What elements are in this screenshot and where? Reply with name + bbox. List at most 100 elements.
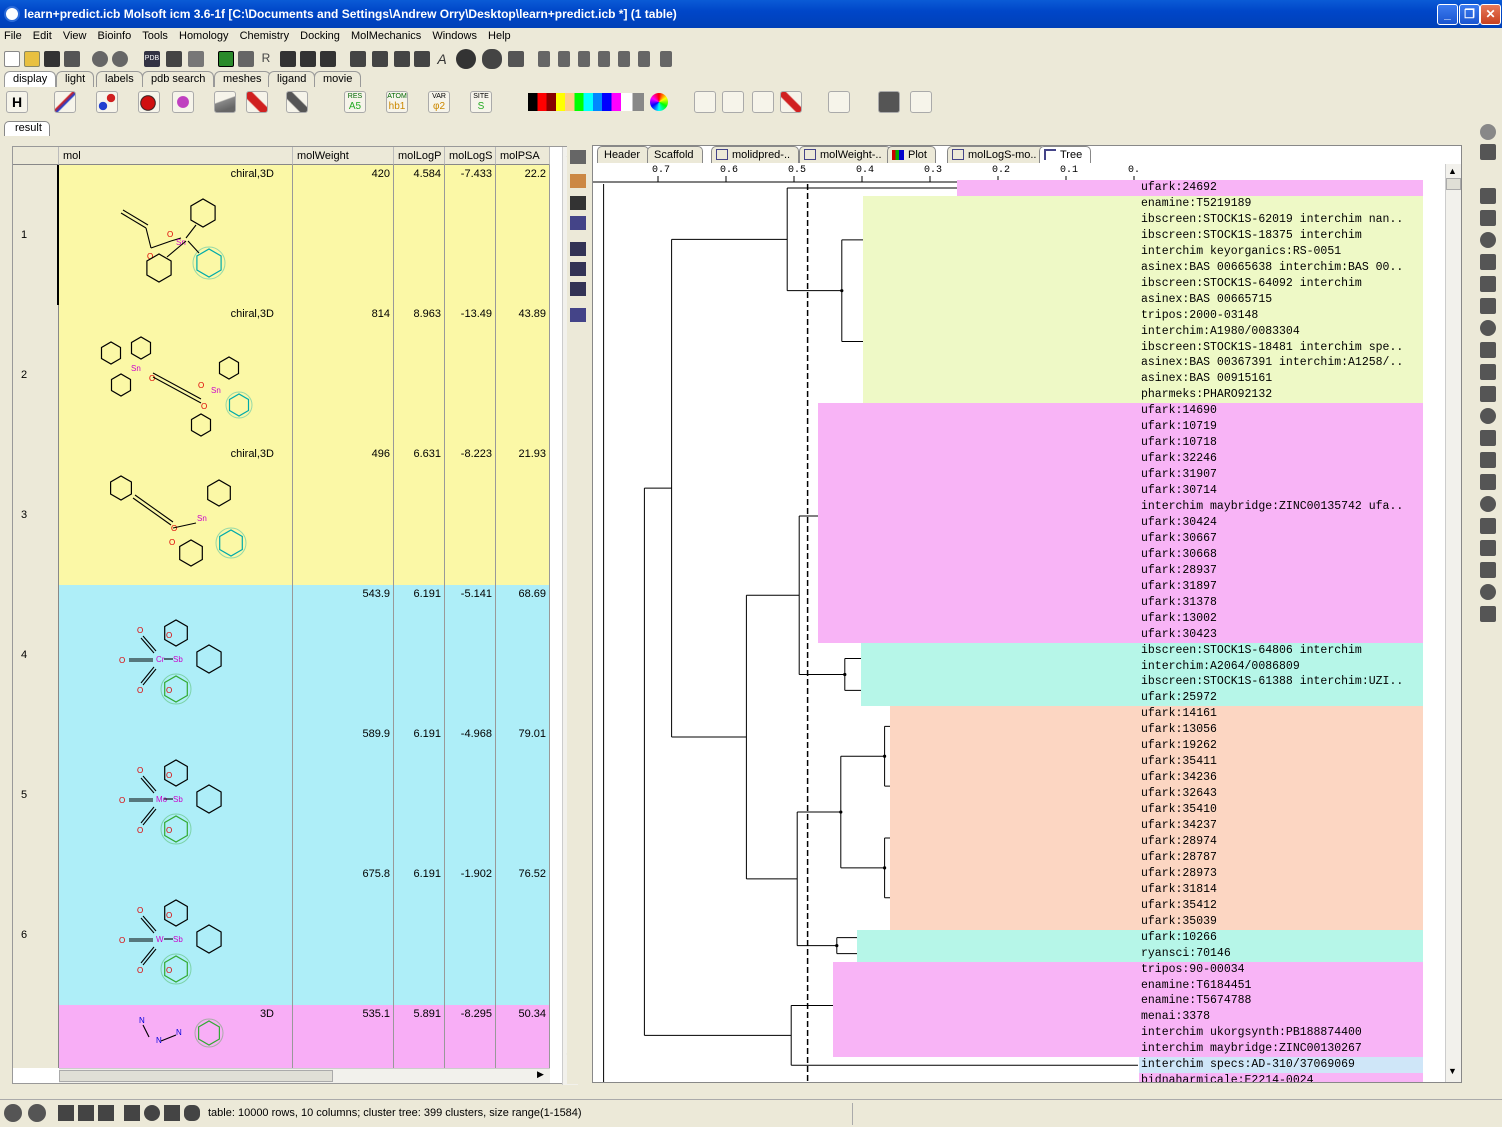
cell-weight[interactable]: 535.1: [293, 1005, 394, 1068]
ball-stick-icon[interactable]: [96, 91, 118, 113]
tree-leaf[interactable]: ufark:24692: [1139, 180, 1423, 196]
tree-leaf[interactable]: asinex:BAS 00367391 interchim:A1258/..: [1139, 355, 1423, 372]
tree-leaf[interactable]: ufark:30424: [1139, 514, 1423, 531]
tab-meshes[interactable]: meshes: [214, 71, 271, 87]
cell-logp[interactable]: 5.891: [394, 1005, 445, 1068]
tree-leaf[interactable]: ufark:10718: [1139, 435, 1423, 452]
tab-molweight[interactable]: molWeight-..: [799, 146, 891, 163]
tree-leaf[interactable]: ufark:32643: [1139, 786, 1423, 803]
tree-leaf[interactable]: tripos:90-00034: [1139, 961, 1423, 978]
pencil-icon[interactable]: [570, 174, 586, 188]
right-tool-icon[interactable]: [1480, 452, 1496, 468]
undo-icon[interactable]: [92, 51, 108, 67]
layout-4-icon[interactable]: [124, 1105, 140, 1121]
mode-1-icon[interactable]: [4, 1104, 22, 1122]
tree-leaf[interactable]: interchim maybridge:ZINC00135742 ufa..: [1139, 499, 1423, 515]
tree-leaf[interactable]: ufark:31814: [1139, 881, 1423, 898]
cell-weight[interactable]: 543.9: [293, 585, 394, 725]
tree-vertical-scrollbar[interactable]: ▲ ▼: [1445, 164, 1461, 1082]
menu-tools[interactable]: Tools: [142, 30, 168, 42]
right-tool-icon[interactable]: [1480, 298, 1496, 314]
cell-weight[interactable]: 420: [293, 165, 394, 305]
align-6-icon[interactable]: [638, 51, 650, 67]
right-tool-icon[interactable]: [1480, 584, 1496, 600]
wire-icon[interactable]: [54, 91, 76, 113]
tree-leaf[interactable]: ibscreen:STOCK1S-18481 interchim spe..: [1139, 339, 1423, 356]
table-horizontal-scrollbar[interactable]: ▶: [59, 1068, 550, 1083]
tree-leaf[interactable]: ufark:14161: [1139, 706, 1423, 723]
find-icon[interactable]: [828, 91, 850, 113]
right-tool-icon[interactable]: [1480, 144, 1496, 160]
cell-logs[interactable]: -13.49: [445, 305, 496, 445]
xstick-icon[interactable]: [172, 91, 194, 113]
back-icon[interactable]: [910, 91, 932, 113]
cartoon-icon[interactable]: [286, 91, 308, 113]
tree-icon[interactable]: [570, 216, 586, 230]
tree-leaf[interactable]: ibscreen:STOCK1S-61388 interchim:UZI..: [1139, 674, 1423, 691]
r-icon[interactable]: R: [261, 51, 271, 65]
right-tool-icon[interactable]: [1480, 408, 1496, 424]
right-tool-icon[interactable]: [1480, 430, 1496, 446]
layout-6-icon[interactable]: [164, 1105, 180, 1121]
grid-icon[interactable]: [414, 51, 430, 67]
right-tool-icon[interactable]: [1480, 562, 1496, 578]
table-icon[interactable]: [570, 242, 586, 256]
cell-weight[interactable]: 814: [293, 305, 394, 445]
tree-leaf[interactable]: ufark:34236: [1139, 770, 1423, 787]
tree-leaf[interactable]: interchim maybridge:ZINC00130267: [1139, 1041, 1423, 1058]
save-icon[interactable]: [44, 51, 60, 67]
tree-leaf[interactable]: ufark:10719: [1139, 419, 1423, 436]
clear-measure-icon[interactable]: [780, 91, 802, 113]
right-tool-icon[interactable]: [1480, 320, 1496, 336]
right-tool-icon[interactable]: [1480, 496, 1496, 512]
cell-psa[interactable]: 50.34: [496, 1005, 550, 1068]
menu-chemistry[interactable]: Chemistry: [239, 30, 290, 42]
align-7-icon[interactable]: [660, 51, 672, 67]
right-tool-icon[interactable]: [1480, 474, 1496, 490]
tool-e-icon[interactable]: [372, 51, 388, 67]
angle-icon[interactable]: [722, 91, 744, 113]
cell-psa[interactable]: 22.2: [496, 165, 550, 305]
cell-weight[interactable]: 589.9: [293, 725, 394, 865]
tree-leaf[interactable]: tripos:2000-03148: [1139, 307, 1423, 324]
tree-leaf[interactable]: ufark:31897: [1139, 578, 1423, 595]
text-a-icon[interactable]: A: [437, 51, 447, 67]
hydrogen-button[interactable]: H: [6, 91, 28, 113]
sphere-icon[interactable]: [456, 49, 476, 69]
tree-leaf[interactable]: enamine:T5674788: [1139, 993, 1423, 1010]
tree-leaf[interactable]: ufark:14690: [1139, 403, 1423, 420]
cell-logp[interactable]: 6.191: [394, 585, 445, 725]
right-tool-icon[interactable]: [1480, 210, 1496, 226]
menu-molmechanics[interactable]: MolMechanics: [350, 30, 422, 42]
layout-5-icon[interactable]: [144, 1105, 160, 1121]
menu-file[interactable]: File: [4, 30, 22, 42]
search-pdb-icon[interactable]: [166, 51, 182, 67]
tree-scroll-up-icon[interactable]: ▲: [1448, 166, 1457, 176]
tree-leaf[interactable]: ufark:13056: [1139, 722, 1423, 739]
column-header-mollogp[interactable]: molLogP: [394, 147, 445, 165]
tree-leaf[interactable]: interchim ukorgsynth:PB188874400: [1139, 1025, 1423, 1042]
column-header-mollogs[interactable]: molLogS: [445, 147, 496, 165]
tree-leaf[interactable]: interchim:A2064/0086809: [1139, 658, 1423, 675]
right-tool-icon[interactable]: [1480, 606, 1496, 622]
open-folder-icon[interactable]: [24, 51, 40, 67]
tree-leaf[interactable]: ufark:30667: [1139, 530, 1423, 547]
save-all-icon[interactable]: [64, 51, 80, 67]
tree-node[interactable]: [843, 672, 847, 677]
tree-leaf[interactable]: ibscreen:STOCK1S-64092 interchim: [1139, 275, 1423, 292]
maximize-button[interactable]: ❐: [1459, 4, 1480, 25]
cell-weight[interactable]: 496: [293, 445, 394, 585]
surface-display-icon[interactable]: [214, 91, 236, 113]
tree-leaf[interactable]: ufark:19262: [1139, 738, 1423, 755]
select-mode-icon[interactable]: [238, 51, 254, 67]
cell-logp[interactable]: 6.191: [394, 865, 445, 1005]
tab-labels[interactable]: labels: [96, 71, 143, 87]
